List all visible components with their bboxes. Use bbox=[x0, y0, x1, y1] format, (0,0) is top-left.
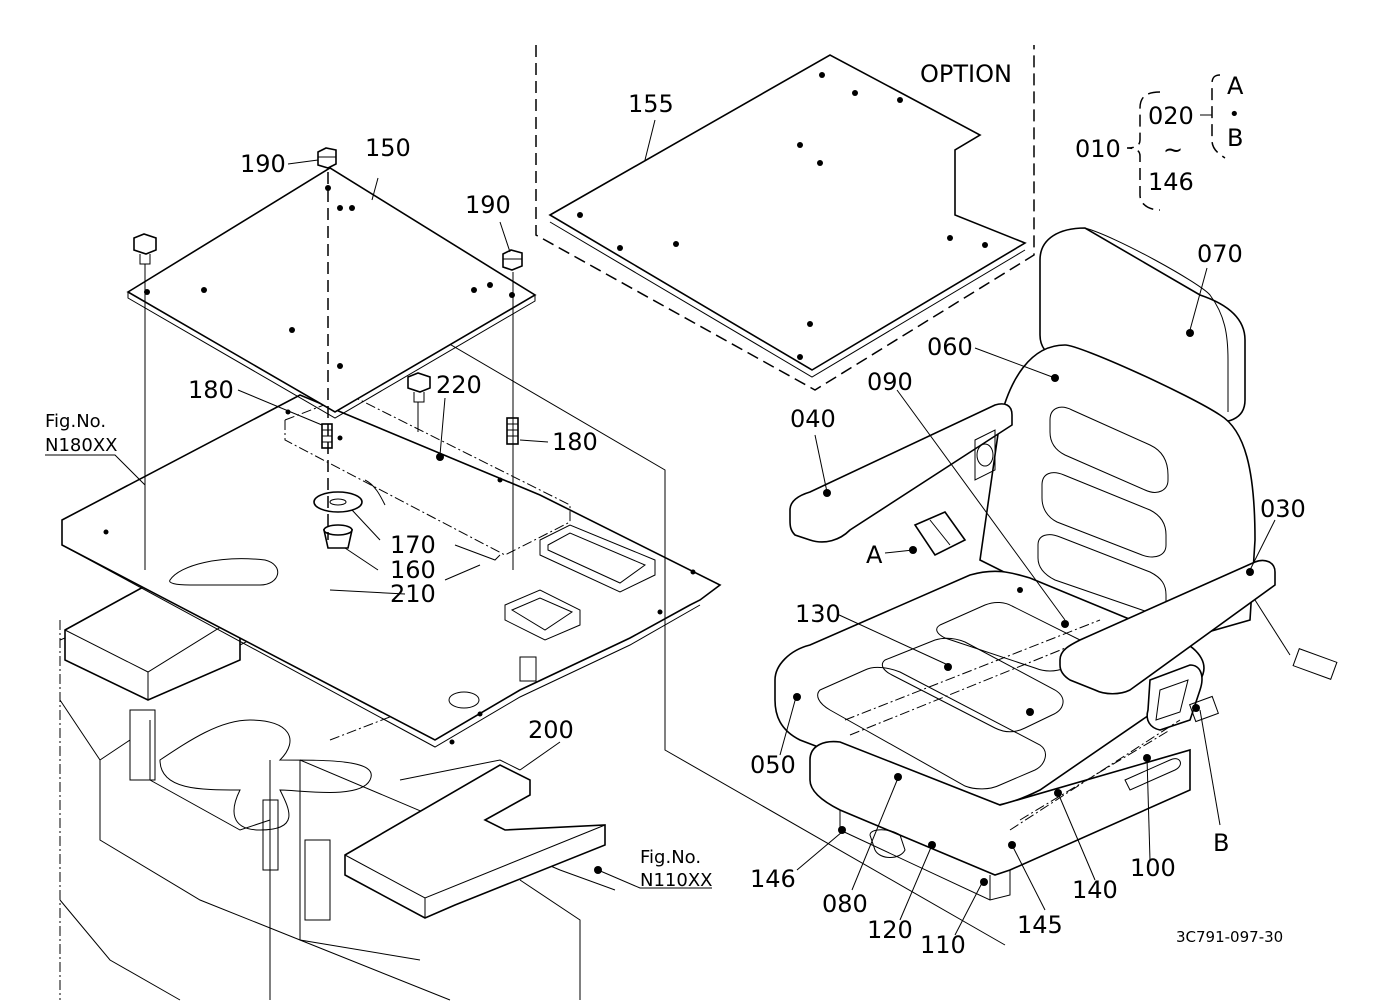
seatbelt-parts bbox=[913, 511, 1219, 831]
label-090: 090 bbox=[867, 368, 913, 396]
label-146: 146 bbox=[750, 865, 796, 893]
fig-ref-left-line2: N180XX bbox=[45, 435, 117, 456]
drawing-code: 3C791-097-30 bbox=[1176, 928, 1283, 946]
part-155-option-plate bbox=[548, 54, 1027, 378]
label-140: 140 bbox=[1072, 876, 1118, 904]
label-030: 030 bbox=[1260, 495, 1306, 523]
label-150: 150 bbox=[365, 134, 411, 162]
legend-b: B bbox=[1227, 124, 1243, 152]
fig-ref-right-line1: Fig.No. bbox=[640, 847, 701, 868]
label-190-left: 190 bbox=[240, 150, 286, 178]
label-180-right: 180 bbox=[552, 428, 598, 456]
option-label: OPTION bbox=[920, 60, 1012, 88]
label-130: 130 bbox=[795, 600, 841, 628]
legend-146: 146 bbox=[1148, 168, 1194, 196]
legend-a: A bbox=[1227, 72, 1244, 100]
label-040: 040 bbox=[790, 405, 836, 433]
label-100: 100 bbox=[1130, 854, 1176, 882]
label-110: 110 bbox=[920, 931, 966, 959]
legend-dot: • bbox=[1229, 104, 1240, 125]
part-120-suspension-base bbox=[809, 740, 1191, 901]
label-210: 210 bbox=[390, 580, 436, 608]
label-170: 170 bbox=[390, 531, 436, 559]
part-100-lever bbox=[1124, 758, 1181, 791]
part-labels: 155 150 190 190 180 180 220 170 160 210 … bbox=[188, 60, 1306, 959]
part-150-seat-plate bbox=[126, 167, 537, 419]
legend-010: 010 bbox=[1075, 135, 1121, 163]
figure-references: Fig.No. N180XX Fig.No. N110XX bbox=[45, 411, 712, 891]
part-040-armrest bbox=[789, 403, 1013, 543]
part-200-block bbox=[344, 764, 606, 919]
legend-020: 020 bbox=[1148, 102, 1194, 130]
label-060: 060 bbox=[927, 333, 973, 361]
legend: 010 020 ~ 146 A • B bbox=[1075, 72, 1244, 196]
marker-a: A bbox=[866, 541, 883, 569]
legend-tilde: ~ bbox=[1163, 136, 1183, 164]
leader-lines bbox=[45, 119, 1276, 936]
label-050: 050 bbox=[750, 751, 796, 779]
label-160: 160 bbox=[390, 556, 436, 584]
connection-markers: A B bbox=[866, 541, 1229, 857]
marker-b: B bbox=[1213, 829, 1229, 857]
label-080: 080 bbox=[822, 890, 868, 918]
fasteners bbox=[133, 147, 523, 570]
legend-brackets bbox=[1126, 74, 1226, 211]
part-060-backrest bbox=[979, 344, 1256, 641]
fig-ref-left-line1: Fig.No. bbox=[45, 411, 106, 432]
label-070: 070 bbox=[1197, 240, 1243, 268]
part-030-armrest bbox=[1059, 559, 1338, 695]
option-group-boundary bbox=[535, 45, 1035, 391]
label-145: 145 bbox=[1017, 911, 1063, 939]
fig-ref-right-line2: N110XX bbox=[640, 870, 712, 891]
label-120: 120 bbox=[867, 916, 913, 944]
label-200: 200 bbox=[528, 716, 574, 744]
leader-dots bbox=[436, 329, 1254, 886]
label-180-left: 180 bbox=[188, 376, 234, 404]
label-190-right: 190 bbox=[465, 191, 511, 219]
floor-plate bbox=[61, 394, 722, 748]
label-220: 220 bbox=[436, 371, 482, 399]
part-050-seat-cushion bbox=[774, 570, 1205, 808]
label-155: 155 bbox=[628, 90, 674, 118]
